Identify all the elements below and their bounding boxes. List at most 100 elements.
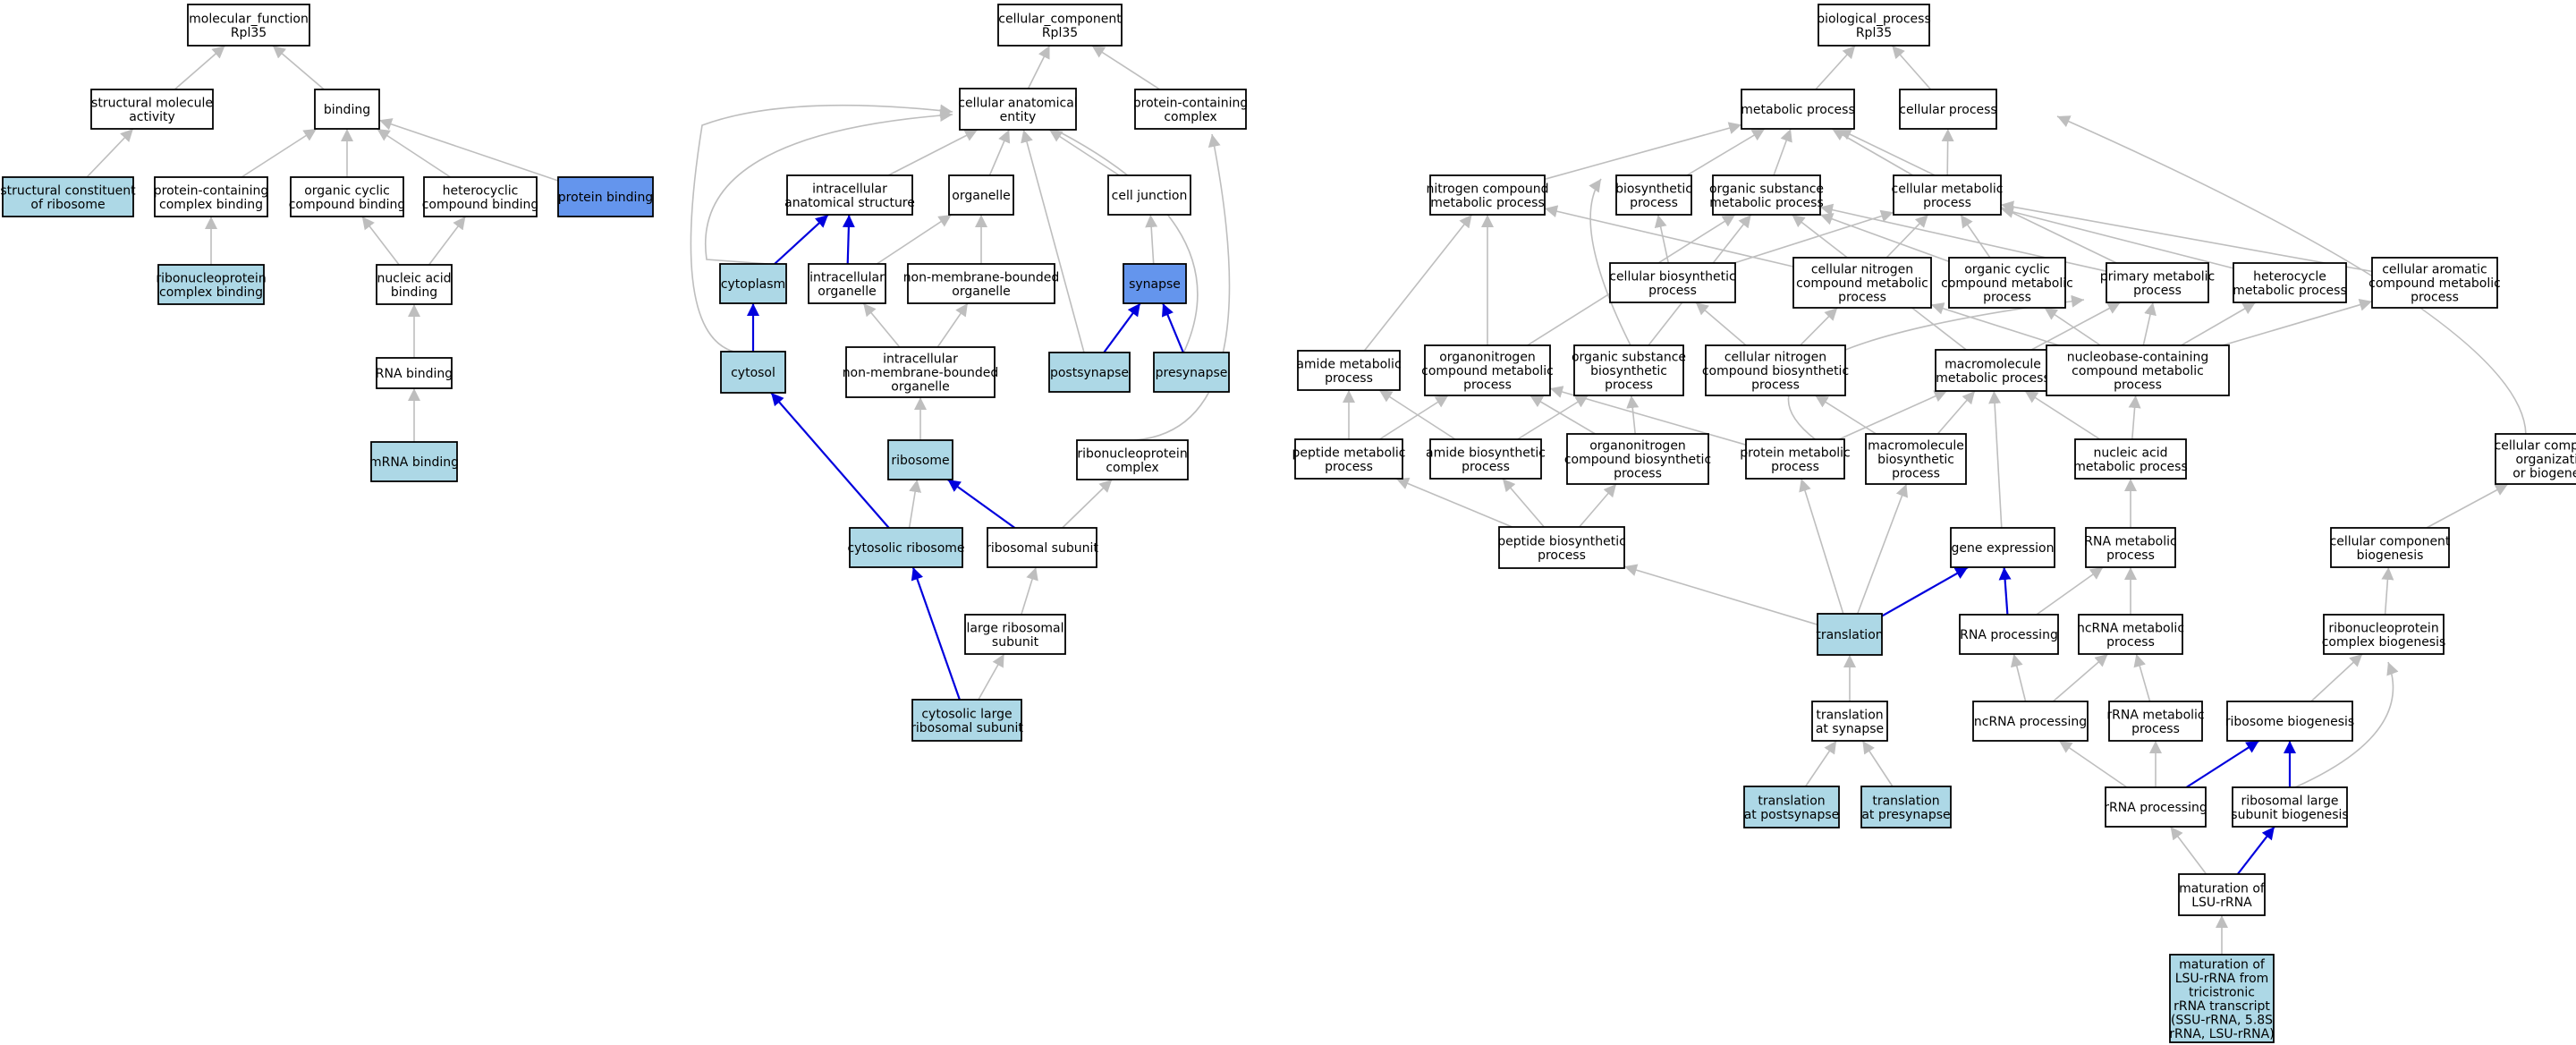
node-label-line: Rpl35 — [1042, 26, 1078, 40]
node-ribobio[interactable]: ribosome biogenesis — [2225, 701, 2354, 742]
node-box-biosyn — [1615, 174, 1692, 216]
node-box-cj — [1107, 174, 1191, 216]
node-label-line: Rpl35 — [231, 26, 267, 40]
node-ge[interactable]: gene expression — [1950, 527, 2055, 568]
node-rrnaproc[interactable]: rRNA processing — [2104, 786, 2207, 828]
node-mrnab[interactable]: mRNA binding — [369, 441, 459, 482]
node-ccob[interactable]: cellular componentorganizationor biogene… — [2495, 433, 2576, 485]
edge-cbp-to-biosyn — [1654, 214, 1670, 264]
node-postsyn[interactable]: postsynapse — [1048, 352, 1131, 393]
node-ncrnaproc[interactable]: ncRNA processing — [1972, 701, 2089, 742]
node-transl[interactable]: translation — [1816, 613, 1884, 656]
node-cytorib[interactable]: cytosolic ribosome — [847, 527, 965, 568]
node-label-line: maturation of — [2179, 957, 2266, 972]
node-cytoplasm[interactable]: cytoplasm — [719, 263, 787, 304]
edge-nbccmp-to-pmp — [2142, 302, 2157, 346]
node-label-postsyn: postsynapse — [1050, 366, 1129, 380]
node-label-line: nucleic acid — [377, 271, 451, 285]
edge-cytoplasm-to-cae — [704, 109, 953, 265]
edge-nbccmp-to-cncmp — [1930, 302, 2060, 346]
node-ribosome[interactable]: ribosome — [887, 439, 953, 480]
node-binding[interactable]: binding — [314, 89, 380, 130]
node-presyn[interactable]: presynapse — [1153, 352, 1230, 393]
node-cellproc[interactable]: cellular process — [1899, 89, 1997, 130]
node-box-binding — [314, 89, 380, 130]
node-label-line: structural molecule — [91, 96, 213, 110]
edge-pbp-to-pepmp — [1395, 477, 1513, 528]
node-ribsub[interactable]: ribosomal subunit — [986, 527, 1098, 568]
edge-io-to-organelle — [876, 214, 953, 265]
node-label-line: translation — [1758, 794, 1825, 808]
node-cytosol[interactable]: cytosol — [720, 351, 786, 394]
node-label-line: process — [1325, 371, 1373, 386]
node-cj[interactable]: cell junction — [1107, 174, 1191, 216]
node-pb[interactable]: protein binding — [557, 176, 654, 217]
node-label-line: complex — [1106, 461, 1158, 475]
node-rnaproc[interactable]: RNA processing — [1959, 614, 2059, 655]
node-synapse[interactable]: synapse — [1123, 263, 1187, 304]
node-metab[interactable]: metabolic process — [1741, 89, 1855, 130]
node-rnab[interactable]: RNA binding — [376, 357, 453, 389]
node-organelle[interactable]: organelle — [948, 174, 1014, 216]
node-label-line: compound metabolic — [2072, 364, 2204, 378]
node-box-ccb — [2330, 527, 2450, 568]
